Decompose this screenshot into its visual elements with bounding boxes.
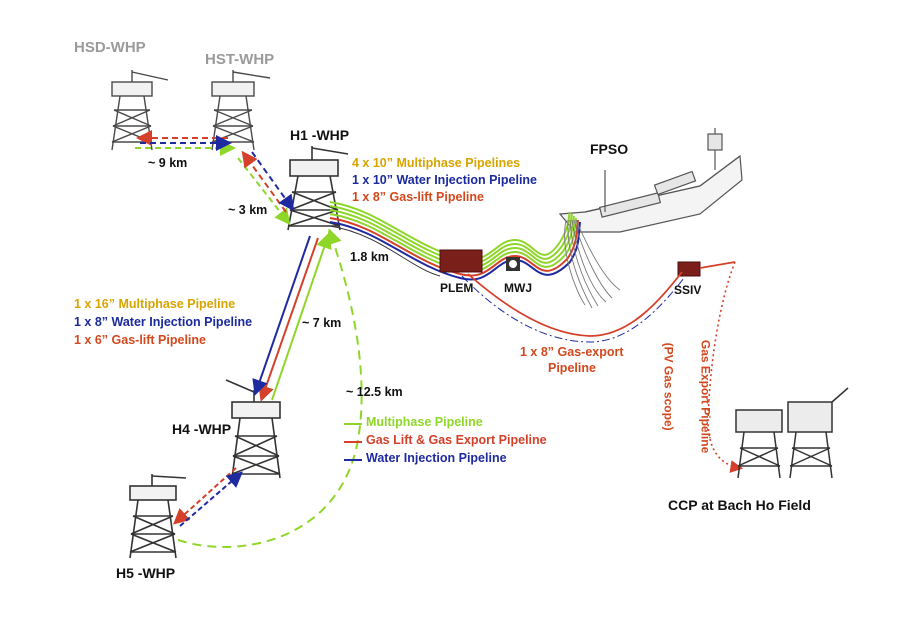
h1-h4-water-spec: 1 x 8” Water Injection Pipeline bbox=[74, 315, 253, 329]
pv-gas-export-dotted bbox=[707, 261, 744, 473]
gas-export-label-2: Pipeline bbox=[548, 361, 596, 375]
distance-h1-plem: 1.8 km bbox=[350, 250, 389, 264]
h5-platform bbox=[129, 474, 187, 559]
pv-gas-export-label: Gas Export Pipeline bbox=[698, 339, 713, 454]
distance-h1-h4: ~ 7 km bbox=[302, 316, 342, 330]
mwj-label: MWJ bbox=[504, 281, 532, 295]
plem-label: PLEM bbox=[440, 281, 474, 295]
h4-platform bbox=[225, 379, 281, 479]
gas-export-label-1: 1 x 8” Gas-export bbox=[520, 345, 624, 359]
mwj-joint bbox=[506, 257, 520, 271]
ssiv-label: SSIV bbox=[674, 283, 702, 297]
legend-gas-label: Gas Lift & Gas Export Pipeline bbox=[366, 433, 547, 447]
distance-hst-h1: ~ 3 km bbox=[228, 203, 268, 217]
ccp-label: CCP at Bach Ho Field bbox=[668, 497, 811, 513]
distance-h1-h5: ~ 12.5 km bbox=[346, 385, 403, 399]
h5-h1-multiphase bbox=[177, 228, 363, 548]
h1-h4-gaslift-spec: 1 x 6” Gas-lift Pipeline bbox=[74, 333, 206, 347]
fpso-label: FPSO bbox=[590, 141, 629, 157]
pv-gas-scope-label: (PV Gas scope) bbox=[661, 342, 676, 431]
legend-multiphase-label: Multiphase Pipeline bbox=[366, 415, 483, 429]
h1-fpso-multiphase-spec: 4 x 10” Multiphase Pipelines bbox=[352, 156, 521, 170]
distance-hsd-hst: ~ 9 km bbox=[148, 156, 188, 170]
h1-h4-multiphase-spec: 1 x 16” Multiphase Pipeline bbox=[74, 297, 236, 311]
h1-fpso-pipeline-bundle bbox=[329, 201, 581, 281]
h1-h4-gas bbox=[258, 237, 319, 402]
plem-manifold bbox=[439, 249, 483, 273]
h1-label: H1 -WHP bbox=[290, 127, 350, 143]
hsd-platform bbox=[111, 70, 169, 151]
fpso-vessel bbox=[558, 128, 743, 233]
ccp-platforms bbox=[735, 387, 849, 479]
legend-multiphase-swatch bbox=[344, 423, 362, 425]
h1-platform bbox=[287, 146, 349, 231]
hsd-label: HSD-WHP bbox=[74, 39, 146, 56]
h1-fpso-water-spec: 1 x 10” Water Injection Pipeline bbox=[352, 173, 538, 187]
gas-export-pipeline bbox=[467, 271, 683, 337]
legend-gas-swatch bbox=[344, 441, 362, 443]
h1-fpso-gaslift-spec: 1 x 8” Gas-lift Pipeline bbox=[352, 190, 484, 204]
fpso-risers bbox=[564, 219, 621, 309]
legend-water-label: Water Injection Pipeline bbox=[366, 451, 507, 465]
hst-platform bbox=[211, 70, 271, 151]
h5-label: H5 -WHP bbox=[116, 565, 176, 581]
legend-water-swatch bbox=[344, 459, 362, 461]
hst-label: HST-WHP bbox=[205, 51, 275, 68]
ssiv-valve bbox=[677, 261, 701, 277]
h4-label: H4 -WHP bbox=[172, 421, 232, 437]
